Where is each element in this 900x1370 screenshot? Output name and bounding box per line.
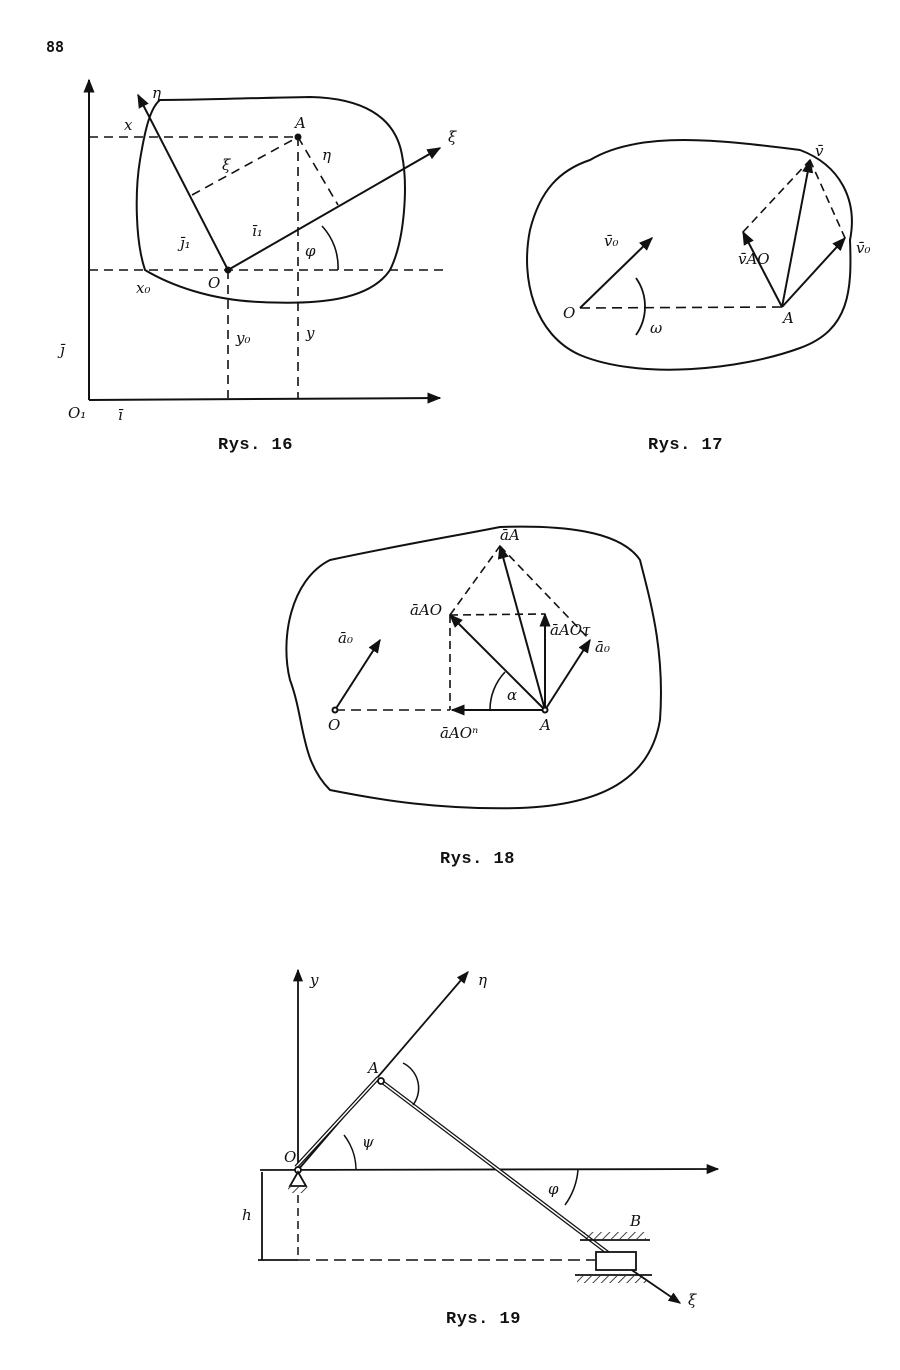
svg-text:φ: φ: [305, 242, 316, 260]
svg-text:y: y: [309, 971, 319, 989]
rigid-body-outline: [526, 139, 853, 371]
x-axis: [88, 392, 442, 404]
figure-19-caption: Rys. 19: [446, 1310, 521, 1329]
svg-text:ī₁: ī₁: [252, 222, 263, 240]
figure-16-labels: η ξ x A ξ η j̄₁ ī₁ φ O x₀ y₀ y j̄ O₁ ī: [57, 84, 457, 424]
svg-text:A: A: [293, 114, 306, 132]
figure-19: [258, 968, 720, 1304]
svg-text:v̄₀: v̄₀: [604, 232, 619, 250]
svg-text:h: h: [242, 1206, 252, 1224]
svg-text:α: α: [507, 686, 517, 704]
svg-text:ξ: ξ: [448, 128, 457, 146]
xi-axis: [227, 147, 442, 271]
svg-text:O: O: [284, 1148, 296, 1166]
svg-text:O: O: [328, 716, 340, 734]
svg-text:φ: φ: [548, 1180, 559, 1198]
figure-17-caption: Rys. 17: [648, 436, 723, 455]
svg-text:ω: ω: [650, 319, 662, 337]
figure-17: [526, 139, 853, 371]
figure-17-labels: v̄ v̄₀ v̄AO v̄₀ O A ω: [563, 142, 871, 337]
svg-text:ī: ī: [118, 406, 124, 424]
svg-text:x₀: x₀: [136, 279, 150, 297]
svg-text:y₀: y₀: [235, 329, 251, 347]
svg-text:j̄₁: j̄₁: [177, 234, 191, 252]
svg-text:āA: āA: [500, 526, 520, 544]
svg-text:v̄₀: v̄₀: [856, 239, 871, 257]
svg-text:A: A: [538, 716, 551, 734]
rigid-body-outline: [285, 525, 662, 810]
svg-text:v̄: v̄: [815, 142, 824, 160]
eta-axis: [297, 971, 469, 1171]
svg-text:y: y: [305, 324, 315, 342]
svg-text:āAOⁿ: āAOⁿ: [440, 724, 478, 742]
svg-text:O₁: O₁: [68, 404, 86, 422]
svg-text:ψ: ψ: [362, 1133, 374, 1151]
eta-axis: [137, 93, 229, 271]
svg-text:η: η: [322, 146, 331, 164]
figure-16-caption: Rys. 16: [218, 436, 293, 455]
figure-18-caption: Rys. 18: [440, 850, 515, 869]
figure-19-labels: y η A O ψ φ h B ξ: [242, 971, 697, 1309]
svg-text:j̄: j̄: [57, 341, 66, 359]
svg-text:ξ: ξ: [222, 156, 231, 174]
svg-text:ξ: ξ: [688, 1291, 697, 1309]
svg-text:O: O: [208, 274, 220, 292]
svg-text:āAO: āAO: [410, 601, 442, 619]
svg-text:x: x: [124, 116, 133, 134]
svg-text:A: A: [366, 1059, 379, 1077]
svg-text:B: B: [629, 1212, 641, 1230]
svg-text:η: η: [478, 971, 487, 989]
svg-text:η: η: [152, 84, 161, 102]
page-number: 88: [46, 38, 65, 56]
figure-16: [83, 78, 448, 404]
svg-text:A: A: [781, 309, 794, 327]
svg-text:O: O: [563, 304, 575, 322]
figure-18-labels: āA āAO āAOτ ā₀ ā₀ α O A āAOⁿ: [328, 526, 610, 742]
svg-text:v̄AO: v̄AO: [738, 250, 770, 268]
svg-text:ā₀: ā₀: [338, 629, 353, 647]
figure-18: [285, 525, 662, 810]
rigid-body-outline: [135, 95, 406, 304]
svg-text:ā₀: ā₀: [595, 638, 610, 656]
svg-text:āAOτ: āAOτ: [550, 621, 591, 639]
x-axis: [259, 1163, 720, 1175]
